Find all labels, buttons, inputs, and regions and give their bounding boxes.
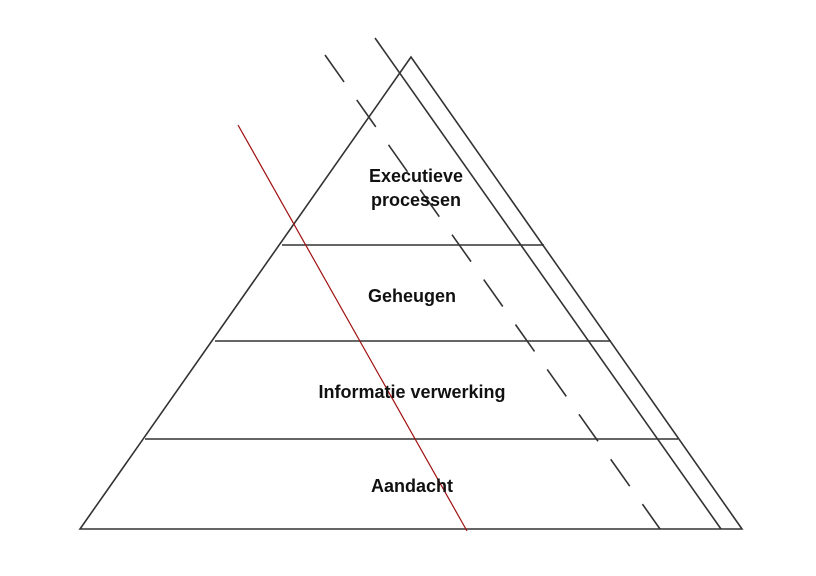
executive-line-2: processen — [370, 190, 462, 210]
pyramid-outline — [78, 55, 744, 530]
level-executive-label: Executieve processen — [369, 164, 463, 212]
red-diagonal-line — [237, 124, 468, 532]
level-memory-label: Geheugen — [367, 286, 457, 306]
level-attention-label: Aandacht — [370, 476, 454, 496]
solid-diagonal-line — [374, 37, 722, 530]
level-information-processing-label: Informatie verwerking — [318, 382, 506, 402]
executive-line-1: Executieve — [368, 166, 464, 186]
dashed-diagonal-line — [324, 54, 661, 530]
